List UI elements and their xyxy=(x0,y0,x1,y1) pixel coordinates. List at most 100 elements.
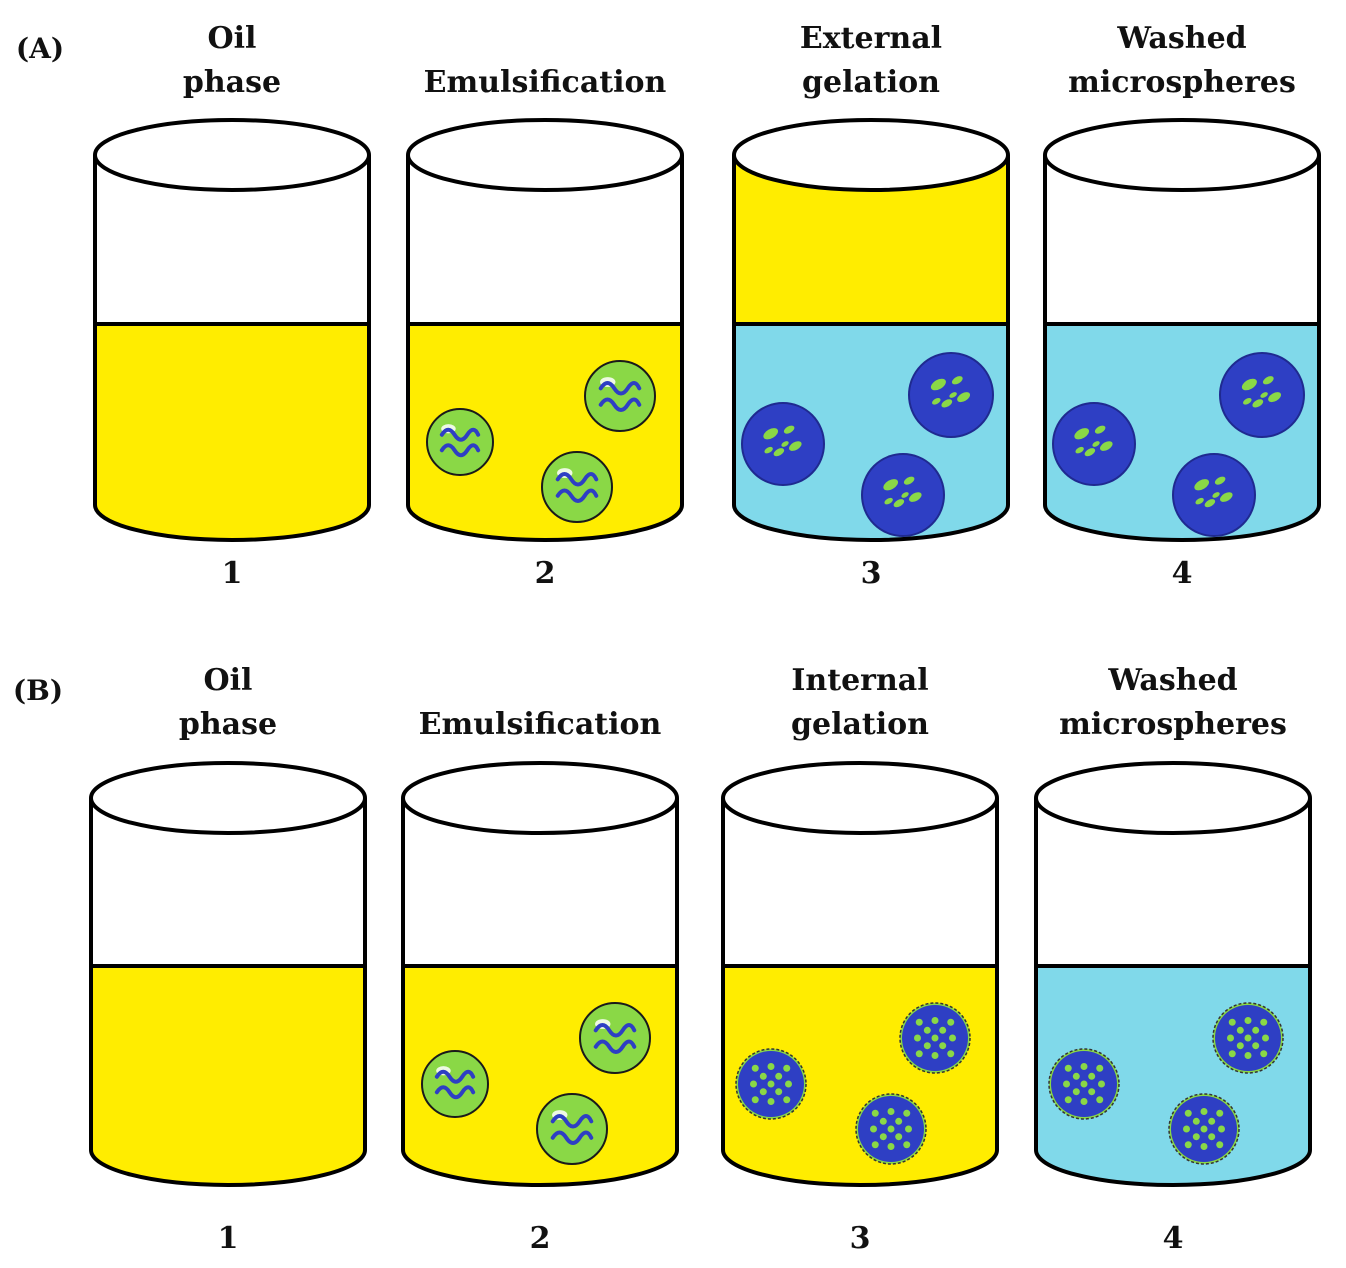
polymer-strand xyxy=(593,1023,637,1038)
gel-pore xyxy=(1216,1109,1224,1117)
gel-pore xyxy=(931,1052,939,1059)
step-title: phase xyxy=(179,707,277,742)
gel-pore xyxy=(895,1133,903,1141)
step-title: microspheres xyxy=(1059,707,1287,742)
gel-core-spot xyxy=(930,378,946,391)
gel-pore xyxy=(1244,1017,1252,1024)
step-title: Emulsification xyxy=(424,65,667,100)
gel-pore xyxy=(903,1141,911,1149)
step-title: gelation xyxy=(791,707,929,742)
gel-pore xyxy=(1208,1117,1216,1125)
step-number: 4 xyxy=(1163,1221,1184,1256)
polymer-strand xyxy=(598,397,642,412)
gel-core-spot xyxy=(1214,476,1226,485)
step-title: phase xyxy=(183,65,281,100)
gel-pore xyxy=(887,1108,895,1115)
gel-core-spot xyxy=(781,441,789,447)
gel-core-spot xyxy=(1075,446,1084,454)
gel-pore xyxy=(947,1050,955,1058)
gel-pore xyxy=(1216,1141,1224,1149)
gel-pore xyxy=(759,1072,767,1080)
gel-pore xyxy=(1218,1125,1225,1133)
panel-b: (B)Oilphase1Emulsification2Internalgelat… xyxy=(13,663,1312,1256)
gel-pore xyxy=(1236,1042,1244,1050)
gel-pore xyxy=(949,1034,956,1042)
panel-label: (B) xyxy=(13,674,63,707)
lower-liquid-layer xyxy=(91,966,365,1185)
step-number: 2 xyxy=(530,1221,551,1256)
gel-pore xyxy=(1184,1141,1192,1149)
gel-pore xyxy=(923,1026,931,1034)
emulsion-droplet xyxy=(584,360,656,432)
gel-pore xyxy=(759,1088,767,1096)
emulsion-droplet xyxy=(536,1093,608,1165)
gel-pore xyxy=(1064,1064,1072,1072)
beaker-rim xyxy=(93,118,371,192)
gel-pore xyxy=(879,1117,887,1125)
gel-pore xyxy=(1252,1026,1260,1034)
gel-core-spot xyxy=(1262,376,1274,385)
gel-core-spot xyxy=(1195,497,1204,505)
gel-pore xyxy=(947,1018,955,1026)
step-number: 2 xyxy=(535,556,556,591)
emulsion-droplet xyxy=(541,451,613,523)
gel-core-spot xyxy=(1220,492,1233,502)
gel-pore xyxy=(751,1096,759,1104)
gel-pore xyxy=(870,1125,877,1133)
gel-core-spot xyxy=(773,448,785,457)
gel-core-spot xyxy=(1243,397,1252,405)
gel-pore xyxy=(1192,1133,1200,1141)
polymer-strand xyxy=(439,427,481,442)
emulsion-droplet xyxy=(579,1002,651,1074)
gel-pore xyxy=(915,1018,923,1026)
gel-pore xyxy=(923,1042,931,1050)
gel-pore xyxy=(751,1064,759,1072)
gel-pore xyxy=(915,1050,923,1058)
polymer-strand xyxy=(434,1085,476,1100)
step-title: External xyxy=(800,21,942,56)
gel-pore xyxy=(871,1141,879,1149)
gel-core-spot xyxy=(789,441,802,451)
gel-core-spot xyxy=(1212,492,1220,498)
beaker-base xyxy=(1043,504,1321,542)
gel-pore xyxy=(1252,1042,1260,1050)
gel-pore xyxy=(1098,1080,1105,1088)
gel-pore xyxy=(871,1109,879,1117)
gel-pore xyxy=(767,1080,775,1088)
gel-pore xyxy=(785,1080,792,1088)
step-title: microspheres xyxy=(1068,65,1296,100)
gel-core-spot xyxy=(901,492,909,498)
polymer-strand xyxy=(598,381,642,396)
polymer-strand xyxy=(439,443,481,458)
step-title: Washed xyxy=(1107,663,1237,698)
gel-core-spot xyxy=(893,499,905,508)
polymer-strand xyxy=(555,472,599,487)
gel-pore xyxy=(767,1063,775,1070)
gel-pore xyxy=(903,1109,911,1117)
gel-pore xyxy=(1192,1117,1200,1125)
gel-core-spot xyxy=(1204,499,1216,508)
lower-liquid-layer xyxy=(95,324,369,540)
gel-pore xyxy=(1244,1052,1252,1059)
gel-core-spot xyxy=(1094,425,1106,434)
gel-pore xyxy=(1096,1064,1104,1072)
gel-pore xyxy=(1200,1125,1208,1133)
beaker-rim xyxy=(401,761,679,835)
polymer-strand xyxy=(550,1114,594,1129)
gel-pore xyxy=(783,1096,791,1104)
step-number: 4 xyxy=(1172,556,1193,591)
gel-pore xyxy=(1227,1034,1234,1042)
gel-pore xyxy=(1200,1143,1208,1150)
beaker-rim xyxy=(732,118,1010,192)
step-title: Oil xyxy=(204,663,253,698)
step-title: gelation xyxy=(802,65,940,100)
gel-pore xyxy=(1096,1096,1104,1104)
gel-pore xyxy=(1236,1026,1244,1034)
gel-pore xyxy=(775,1072,783,1080)
emulsion-droplet xyxy=(426,408,494,476)
beaker-base xyxy=(89,1149,367,1187)
